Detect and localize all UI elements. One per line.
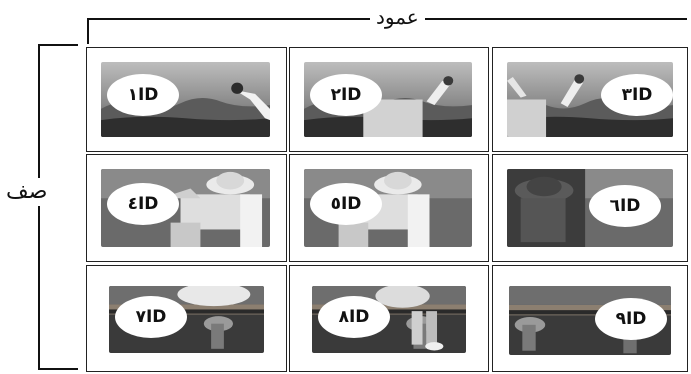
thumbnail-image: ٣ID — [507, 62, 673, 137]
grid-cell: ١ID — [86, 47, 287, 152]
id-badge: ٥ID — [310, 183, 382, 225]
id-badge: ٣ID — [601, 74, 673, 116]
row-bracket-line — [38, 44, 40, 370]
id-badge: ٦ID — [589, 185, 661, 227]
thumbnail-image: ٨ID — [312, 286, 466, 353]
thumbnail-image: ٦ID — [507, 169, 673, 247]
id-badge: ١ID — [107, 74, 179, 116]
id-badge: ٧ID — [115, 296, 187, 338]
id-badge: ٨ID — [318, 296, 390, 338]
thumbnail-image: ١ID — [101, 62, 270, 137]
column-label: عمود — [370, 6, 425, 28]
grid-cell: ٣ID — [492, 47, 688, 152]
id-badge: ٩ID — [595, 298, 667, 340]
thumbnail-image: ٧ID — [109, 286, 264, 353]
grid-cell: ٩ID — [492, 265, 688, 372]
row-bracket-bottom-tick — [38, 368, 78, 370]
column-bracket-left-tick — [87, 18, 89, 44]
grid-cell: ٨ID — [289, 265, 489, 372]
grid-cell: ٦ID — [492, 154, 688, 262]
thumbnail-image: ٢ID — [304, 62, 472, 137]
thumbnail-image: ٥ID — [304, 169, 472, 247]
grid-cell: ٢ID — [289, 47, 489, 152]
row-label: صف — [2, 178, 51, 206]
id-badge: ٢ID — [310, 74, 382, 116]
id-badge: ٤ID — [107, 183, 179, 225]
thumbnail-image: ٤ID — [101, 169, 270, 247]
row-bracket-top-tick — [38, 44, 78, 46]
grid-cell: ٥ID — [289, 154, 489, 262]
grid-cell: ٤ID — [86, 154, 287, 262]
thumbnail-image: ٩ID — [509, 286, 671, 355]
grid-cell: ٧ID — [86, 265, 287, 372]
